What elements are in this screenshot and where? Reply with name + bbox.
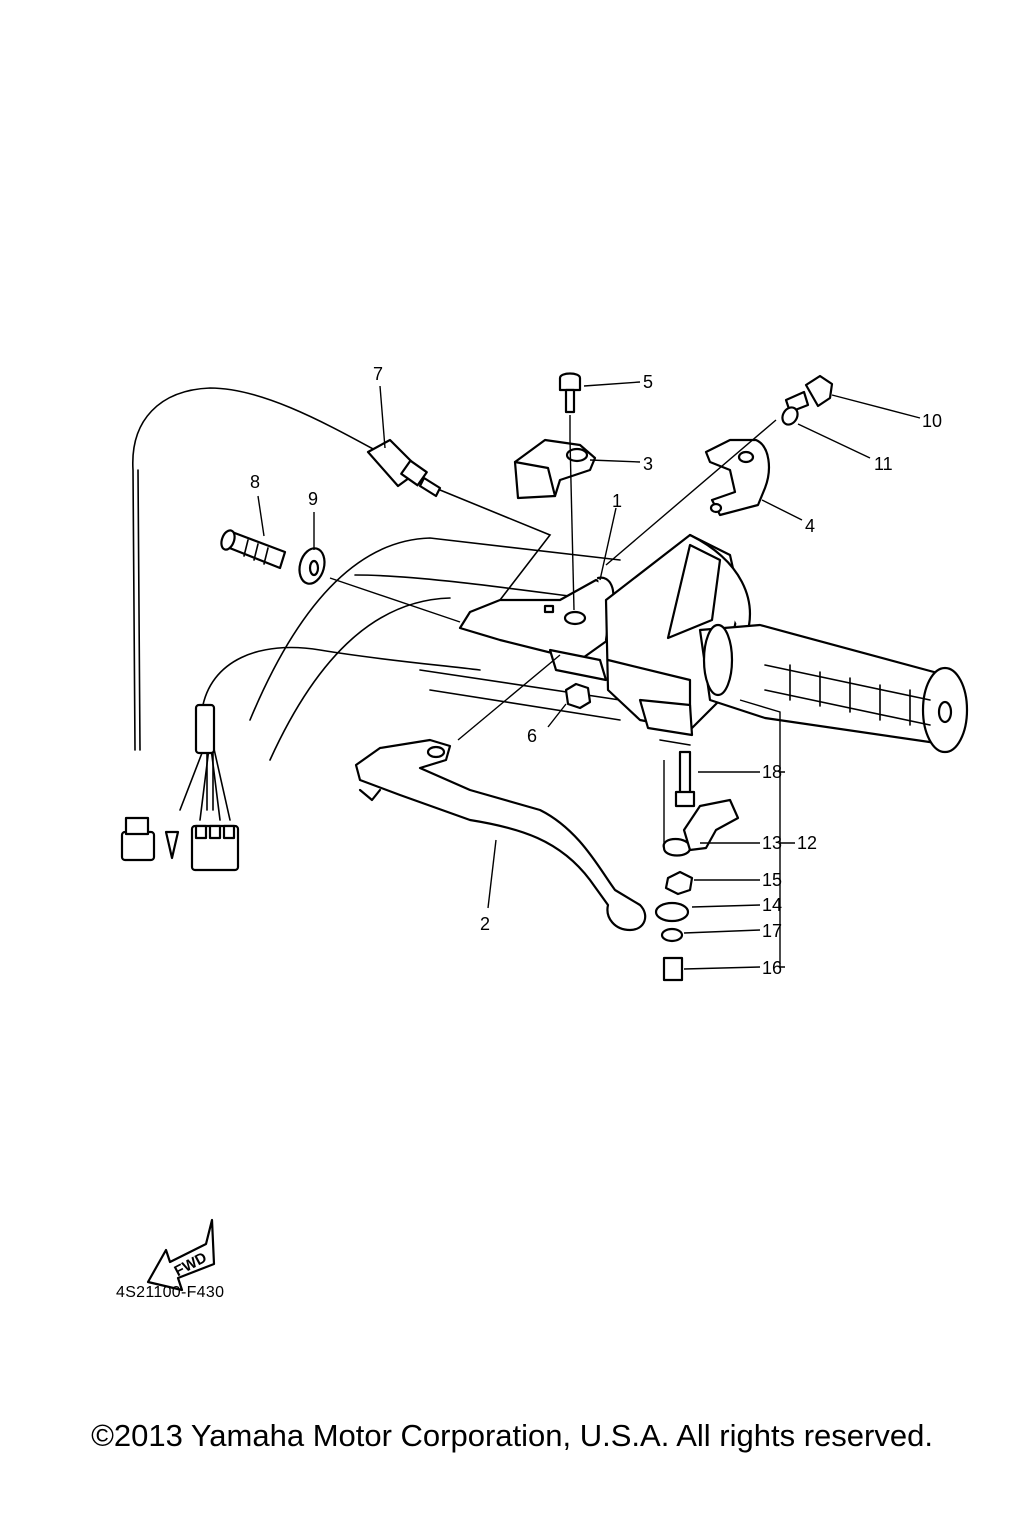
callout-8: 8	[250, 472, 260, 492]
wiring-harness	[120, 646, 481, 872]
lock-nut	[298, 547, 326, 585]
screw-10	[784, 374, 834, 414]
clutch-switch	[366, 438, 442, 498]
callout-13: 13	[762, 833, 782, 853]
clutch-cable	[132, 387, 552, 751]
callout-5: 5	[643, 372, 653, 392]
hot-start-set	[654, 750, 740, 982]
callout-6: 6	[527, 726, 537, 746]
callout-7: 7	[373, 364, 383, 384]
handlebar-outline	[249, 537, 621, 761]
callout-11: 11	[874, 454, 893, 474]
clutch-lever	[354, 738, 647, 932]
leader-lines	[257, 381, 921, 970]
callout-14: 14	[762, 895, 782, 915]
holder-cover	[704, 438, 771, 517]
callout-3: 3	[643, 454, 653, 474]
callout-16: 16	[762, 958, 782, 978]
washer-11	[781, 406, 799, 426]
callout-4: 4	[805, 516, 815, 536]
adjuster-bolt	[220, 529, 287, 570]
nut-6	[564, 682, 592, 710]
clutch-switch-connector	[120, 830, 156, 862]
fwd-arrow-icon: FWD	[146, 1218, 216, 1292]
callout-17: 17	[762, 921, 782, 941]
handlebar-grip	[698, 623, 969, 754]
callout-2: 2	[480, 914, 490, 934]
callout-1: 1	[612, 491, 622, 511]
callout-9: 9	[308, 489, 318, 509]
copyright-notice: ©2013 Yamaha Motor Corporation, U.S.A. A…	[91, 1418, 933, 1453]
callout-10: 10	[922, 411, 942, 431]
diagram-code: 4S21100-F430	[116, 1284, 225, 1301]
callout-18: 18	[762, 762, 782, 782]
perch-clamp	[513, 438, 597, 500]
bolt-5	[558, 372, 582, 440]
callout-15: 15	[762, 870, 782, 890]
callout-labels: 7 5 3 10 11 8 9 1 4 6 18 13 12 15 14 17 …	[250, 364, 942, 978]
callout-12: 12	[797, 833, 817, 853]
lever-holder	[458, 576, 615, 682]
